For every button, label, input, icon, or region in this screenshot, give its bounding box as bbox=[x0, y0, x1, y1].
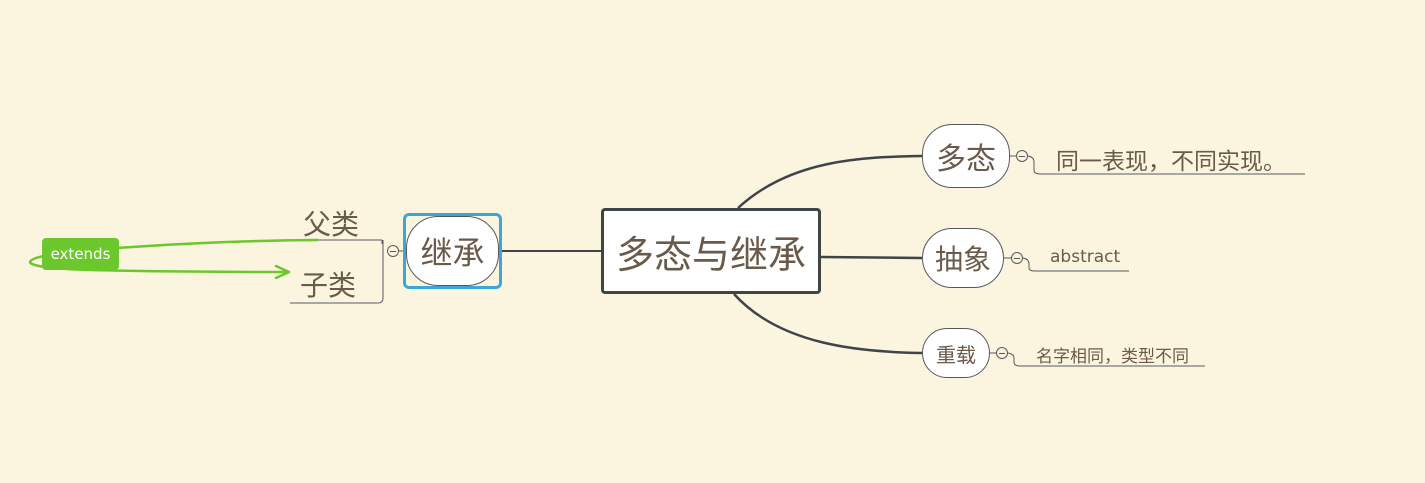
collapse-inheritance-icon[interactable] bbox=[387, 245, 399, 257]
central-topic-label: 多态与继承 bbox=[615, 232, 806, 277]
collapse-polymorphism-icon[interactable] bbox=[1016, 150, 1028, 162]
detail-line-abstract bbox=[1022, 257, 1129, 272]
collapse-overload-icon[interactable] bbox=[996, 347, 1008, 359]
topic-polymorphism-label: 多态 bbox=[936, 142, 996, 177]
child-line-child bbox=[290, 251, 384, 304]
detail-abstract[interactable]: abstract bbox=[1050, 247, 1121, 267]
connector-abstract bbox=[820, 255, 923, 260]
child-line-parent bbox=[305, 239, 383, 244]
detail-line-polymorphism bbox=[1027, 155, 1305, 175]
topic-polymorphism[interactable]: 多态 bbox=[922, 124, 1010, 188]
relationship-extends-label: extends bbox=[50, 245, 111, 263]
selection-outline bbox=[403, 213, 502, 289]
topic-inheritance-label: 继承 bbox=[420, 234, 485, 272]
child-subclass[interactable]: 子类 bbox=[300, 269, 357, 302]
topic-abstract-label: 抽象 bbox=[934, 243, 991, 276]
central-topic[interactable]: 多态与继承 bbox=[601, 208, 821, 294]
detail-overload[interactable]: 名字相同，类型不同 bbox=[1036, 347, 1189, 367]
topic-overload[interactable]: 重载 bbox=[922, 328, 990, 378]
connector-overload bbox=[733, 293, 923, 355]
topic-overload-label: 重载 bbox=[936, 342, 976, 367]
child-parent-class[interactable]: 父类 bbox=[303, 208, 360, 241]
detail-line-overload bbox=[1007, 352, 1205, 367]
collapse-abstract-icon[interactable] bbox=[1011, 252, 1023, 264]
relationship-extends-badge[interactable]: extends bbox=[42, 238, 119, 270]
topic-inheritance[interactable]: 继承 bbox=[406, 216, 499, 286]
topic-abstract[interactable]: 抽象 bbox=[922, 228, 1004, 288]
detail-polymorphism[interactable]: 同一表现，不同实现。 bbox=[1056, 149, 1286, 175]
relationship-arrowhead bbox=[274, 264, 291, 280]
relationship-curve bbox=[28, 238, 319, 274]
connector-polymorphism bbox=[737, 154, 923, 209]
